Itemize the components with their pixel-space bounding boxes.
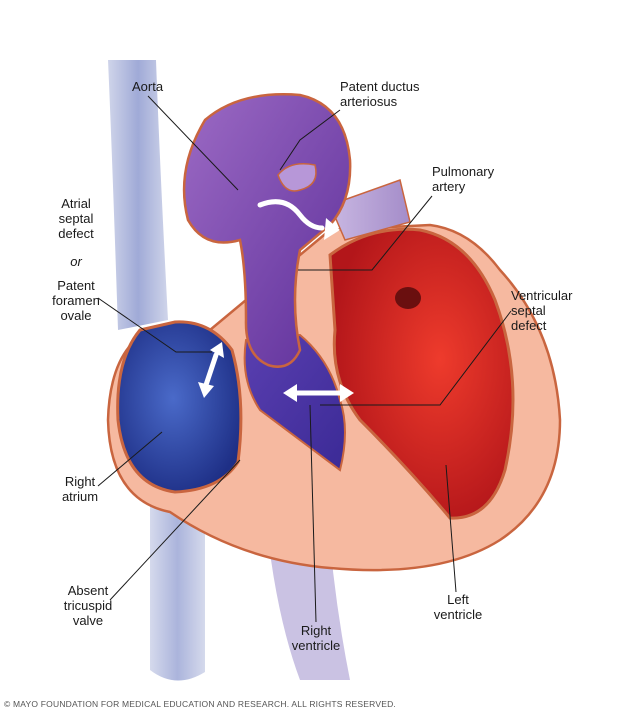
label-ventricular-line3: defect <box>511 318 547 333</box>
label-absent-line3: valve <box>72 613 104 628</box>
label-right-atrium-line2: atrium <box>61 489 99 504</box>
label-right-atrium: Right atrium <box>52 474 108 504</box>
label-left-ventricle-line1: Left <box>447 592 469 607</box>
label-pulmonary-line1: Pulmonary <box>432 164 495 179</box>
label-left-ventricle-line2: ventricle <box>433 607 483 622</box>
label-pulmonary-artery: Pulmonary artery <box>432 164 494 194</box>
label-atrial-line2: septal <box>58 211 94 226</box>
label-ventricular-line2: septal <box>511 303 546 318</box>
pulmonary-artery-branch <box>328 179 411 241</box>
left-ventricle <box>328 227 515 520</box>
label-aorta: Aorta <box>132 79 164 94</box>
copyright-notice: © MAYO FOUNDATION FOR MEDICAL EDUCATION … <box>4 699 396 709</box>
superior-vena-cava <box>108 60 168 330</box>
label-foramen-line2: foramen <box>52 293 100 308</box>
label-ventricular-septal-defect: Ventricular septal defect <box>511 288 572 333</box>
label-atrial-septal-defect: Atrial septal defect <box>44 196 108 241</box>
flow-arrow-atrial-defect <box>198 342 224 398</box>
label-absent-line2: tricuspid <box>63 598 113 613</box>
pulmonary-vein-opening <box>395 287 421 309</box>
label-right-ventricle-line1: Right <box>300 623 332 638</box>
label-right-atrium-line1: Right <box>64 474 96 489</box>
flow-arrow-ventricular-defect <box>283 384 354 402</box>
right-ventricle <box>243 333 346 472</box>
label-patent-ductus-line1: Patent ductus <box>340 79 420 94</box>
label-atrial-line3: defect <box>58 226 94 241</box>
label-patent-ductus-line2: arteriosus <box>340 94 398 109</box>
label-left-ventricle: Left ventricle <box>426 592 490 622</box>
label-pulmonary-line2: artery <box>432 179 466 194</box>
label-patent-foramen-ovale: Patent foramen ovale <box>44 278 108 323</box>
label-foramen-line1: Patent <box>57 278 95 293</box>
label-foramen-line3: ovale <box>60 308 92 323</box>
leader-lines <box>97 95 512 623</box>
label-absent-line1: Absent <box>67 583 109 598</box>
aorta <box>182 93 352 368</box>
label-absent-tricuspid-valve: Absent tricuspid valve <box>52 583 124 628</box>
label-atrial-line1: Atrial <box>61 196 91 211</box>
label-or: or <box>44 254 108 269</box>
label-right-ventricle-line2: ventricle <box>291 638 341 653</box>
flow-arrow-ductus <box>257 199 340 240</box>
patent-ductus-arteriosus <box>277 163 317 192</box>
label-ventricular-line1: Ventricular <box>511 288 573 303</box>
right-atrium <box>116 320 243 494</box>
label-or-text: or <box>70 254 82 269</box>
label-right-ventricle: Right ventricle <box>284 623 348 653</box>
label-patent-ductus-arteriosus: Patent ductus arteriosus <box>340 79 420 109</box>
